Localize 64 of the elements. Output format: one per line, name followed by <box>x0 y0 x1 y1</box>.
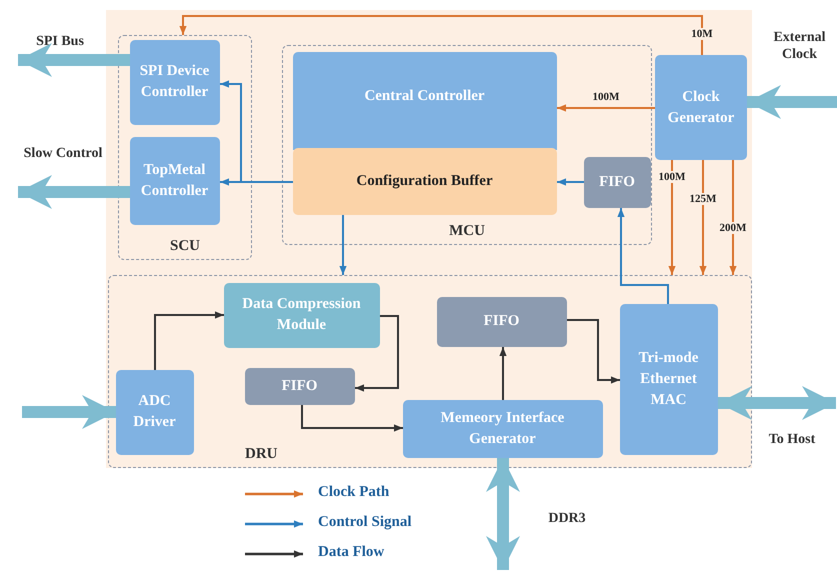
arrow <box>617 208 669 304</box>
module-label: MCU <box>448 222 486 241</box>
arrow <box>567 319 620 384</box>
module-block <box>224 282 380 348</box>
module-label: FIFO <box>598 172 636 192</box>
fifo-block <box>244 368 354 404</box>
module-label: FIFO <box>482 312 520 331</box>
arrow <box>220 178 293 186</box>
io-label: To Host <box>768 432 816 449</box>
legend-label: Control Signal <box>318 514 412 531</box>
fpga-board-region <box>106 10 752 468</box>
io-arrow <box>747 85 837 119</box>
arrow <box>499 347 507 400</box>
io-arrow <box>718 386 836 420</box>
module-group <box>118 35 252 260</box>
module-label: Data Compression Module <box>241 295 362 335</box>
edge-label: 100M <box>658 171 686 183</box>
edge-label: 200M <box>718 222 748 234</box>
module-label: ADC Driver <box>132 392 177 432</box>
module-block <box>130 40 220 124</box>
io-arrow <box>18 43 130 77</box>
arrow <box>557 104 655 112</box>
module-block <box>130 136 220 224</box>
arrow <box>557 178 584 186</box>
module-label: SPI Device Controller <box>138 62 210 102</box>
module-block <box>620 304 718 454</box>
module-label: Clock Generator <box>666 88 736 128</box>
module-block <box>116 370 194 454</box>
arrow <box>729 160 737 275</box>
module-label: Memeory Interface Generator <box>440 408 566 448</box>
fifo-block <box>584 156 650 208</box>
module-label: Tri-mode Ethernet MAC <box>638 348 700 410</box>
arrow <box>668 160 676 275</box>
module-block <box>655 55 747 160</box>
io-arrow <box>22 395 116 429</box>
arrow <box>301 405 403 432</box>
io-label: SPI Bus <box>35 34 85 51</box>
module-label: SCU <box>168 237 201 256</box>
arrow <box>699 160 707 275</box>
module-block <box>402 400 602 458</box>
module-group <box>108 275 752 468</box>
module-label: FIFO <box>280 376 318 396</box>
io-arrow <box>486 458 520 570</box>
arrow <box>154 311 224 370</box>
io-label: External Clock <box>772 30 827 64</box>
module-label: Central Controller <box>363 86 486 106</box>
io-arrow <box>18 175 130 209</box>
edge-label: 125M <box>688 193 718 205</box>
legend-label: Data Flow <box>318 544 384 561</box>
fifo-block <box>436 296 566 346</box>
module-label: DRU <box>244 445 278 464</box>
arrow <box>339 215 347 275</box>
arrow <box>355 315 399 392</box>
arrow <box>179 15 703 55</box>
module-label: TopMetal Controller <box>140 160 210 200</box>
module-label: Configuration Buffer <box>355 172 494 190</box>
module-group <box>282 45 652 245</box>
io-label: Slow Control <box>22 146 104 163</box>
io-label: DDR3 <box>547 511 587 528</box>
legend-label: Clock Path <box>318 484 390 501</box>
buffer-block <box>292 148 556 214</box>
edge-label: 10M <box>690 28 714 40</box>
edge-label: 100M <box>592 91 620 103</box>
controller-block <box>292 52 556 150</box>
